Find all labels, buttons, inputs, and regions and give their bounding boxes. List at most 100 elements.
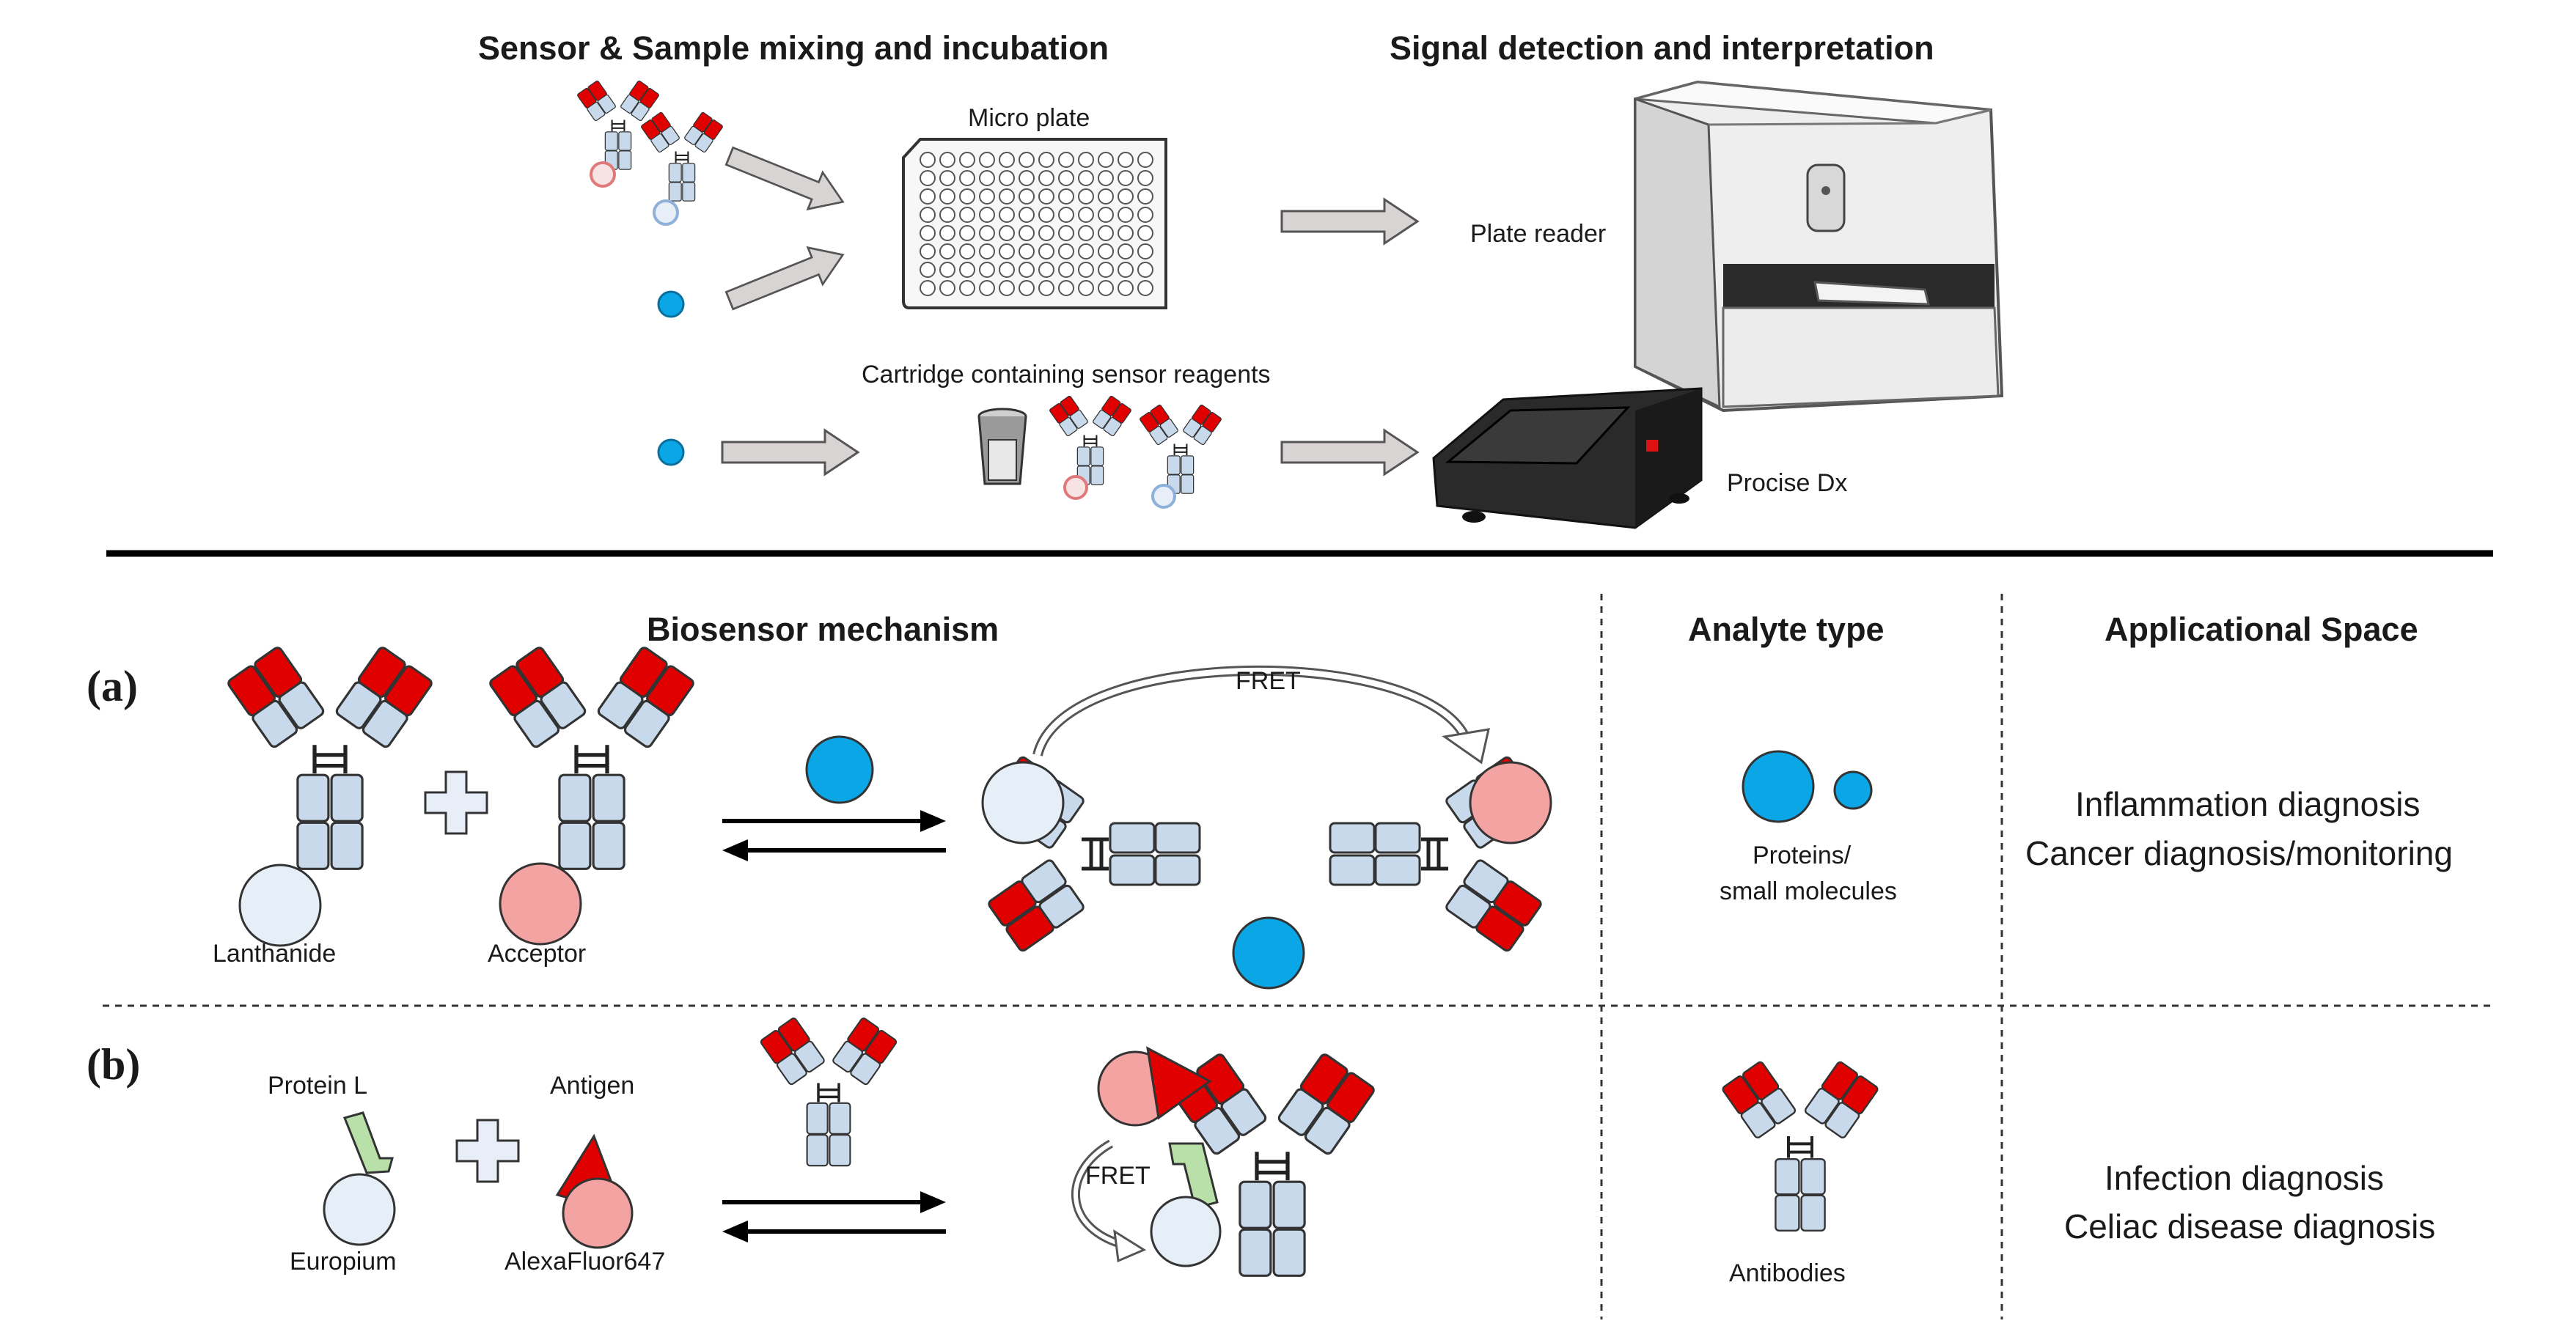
plate-well: [1038, 243, 1054, 259]
plate-well: [1098, 188, 1114, 205]
plate-well: [999, 243, 1015, 259]
row-a-plus: [424, 770, 488, 835]
plate-well: [939, 170, 955, 186]
top-antibody-acceptor: [639, 111, 724, 202]
alexafluor-label: AlexaFluor647: [504, 1248, 666, 1275]
procise-label: Procise Dx: [1727, 469, 1848, 497]
analyte-type-a-line1: Proteins/: [1753, 842, 1852, 869]
plate-well: [1098, 280, 1114, 296]
plate-well: [1078, 225, 1094, 241]
plate-well: [1038, 280, 1054, 296]
protein-l-shape: [342, 1111, 394, 1174]
lanthanide-label: Lanthanide: [213, 940, 337, 968]
plate-well: [999, 170, 1015, 186]
cartridge-icon: [977, 408, 1027, 485]
alexafluor-sphere: [562, 1177, 634, 1249]
plate-well: [1118, 262, 1134, 278]
antigen-label: Antigen: [550, 1072, 635, 1100]
row-b-equilibrium-arrows: [722, 1191, 946, 1243]
plate-well: [1019, 262, 1035, 278]
plate-well: [1137, 243, 1153, 259]
plate-well: [979, 262, 995, 278]
plate-well: [1019, 170, 1035, 186]
arrow-to-plate-reader: [1280, 198, 1419, 245]
plate-well: [999, 280, 1015, 296]
top-acceptor-sphere: [653, 199, 679, 226]
plate-well: [1038, 188, 1054, 205]
plate-well: [999, 188, 1015, 205]
plate-well: [1019, 280, 1035, 296]
plate-well: [1098, 262, 1114, 278]
sample-dot-cartridge: [657, 438, 685, 466]
plate-well: [1118, 152, 1134, 168]
plate-well: [939, 243, 955, 259]
plate-well: [1078, 280, 1094, 296]
analyte-small-molecule: [1833, 770, 1873, 810]
plate-well: [1058, 207, 1074, 223]
row-a-label: (a): [87, 662, 138, 710]
plate-well: [1058, 225, 1074, 241]
plate-reader-label: Plate reader: [1470, 220, 1607, 248]
plate-well: [979, 280, 995, 296]
procise-dx-device: [1432, 387, 1703, 529]
complex-lanthanide-sphere: [981, 761, 1065, 844]
lanthanide-sphere: [238, 864, 322, 947]
plate-well: [1078, 207, 1094, 223]
plate-well: [1058, 152, 1074, 168]
row-b-target-antibody: [758, 1015, 899, 1167]
acceptor-sphere: [499, 862, 582, 946]
plate-well: [979, 207, 995, 223]
plate-well: [979, 170, 995, 186]
arrow-to-plate-2: [721, 235, 851, 320]
plate-well: [999, 225, 1015, 241]
plate-well: [979, 152, 995, 168]
application-b-line1: Infection diagnosis: [2105, 1159, 2385, 1197]
plate-well: [1058, 243, 1074, 259]
acceptor-label: Acceptor: [488, 940, 587, 968]
complex-analyte: [1232, 916, 1305, 990]
plate-well: [1118, 170, 1134, 186]
plate-well: [979, 243, 995, 259]
plate-well: [979, 225, 995, 241]
row-b-complex-europium-sphere: [1150, 1196, 1222, 1267]
plate-well: [939, 188, 955, 205]
row-b-fret-label: FRET: [1085, 1162, 1151, 1190]
micro-plate-icon: [902, 138, 1167, 309]
row-a-antibody-acceptor: [488, 646, 694, 869]
plate-well: [920, 262, 936, 278]
plate-well: [1118, 188, 1134, 205]
plate-well: [1098, 243, 1114, 259]
plate-well: [1137, 188, 1153, 205]
plate-well: [920, 152, 936, 168]
plate-well: [1078, 188, 1094, 205]
plate-well: [959, 243, 975, 259]
row-b-complex-antigen: [1146, 1046, 1212, 1120]
plate-well: [1137, 170, 1153, 186]
arrow-to-procise: [1280, 429, 1419, 476]
plate-well: [979, 188, 995, 205]
row-a-fret-label: FRET: [1236, 667, 1301, 695]
plate-well: [1019, 207, 1035, 223]
plate-well: [1118, 280, 1134, 296]
application-a-line2: Cancer diagnosis/monitoring: [2025, 834, 2453, 872]
column-header-application: Applicational Space: [2105, 611, 2418, 648]
plate-well: [1019, 225, 1035, 241]
europium-label: Europium: [290, 1248, 397, 1275]
plate-well: [920, 207, 936, 223]
plate-well: [959, 170, 975, 186]
plate-well: [959, 280, 975, 296]
plate-well: [1137, 262, 1153, 278]
plate-well: [999, 152, 1015, 168]
plate-well: [959, 207, 975, 223]
top-donor-sphere: [590, 161, 616, 188]
sample-dot-plate: [657, 290, 685, 318]
plate-well: [959, 225, 975, 241]
arrow-to-plate-1: [721, 136, 851, 221]
plate-well: [1118, 225, 1134, 241]
plate-well: [1038, 225, 1054, 241]
plate-well: [1019, 188, 1035, 205]
heading-detection: Signal detection and interpretation: [1390, 29, 1934, 67]
plate-well: [1137, 280, 1153, 296]
plate-well: [1137, 225, 1153, 241]
